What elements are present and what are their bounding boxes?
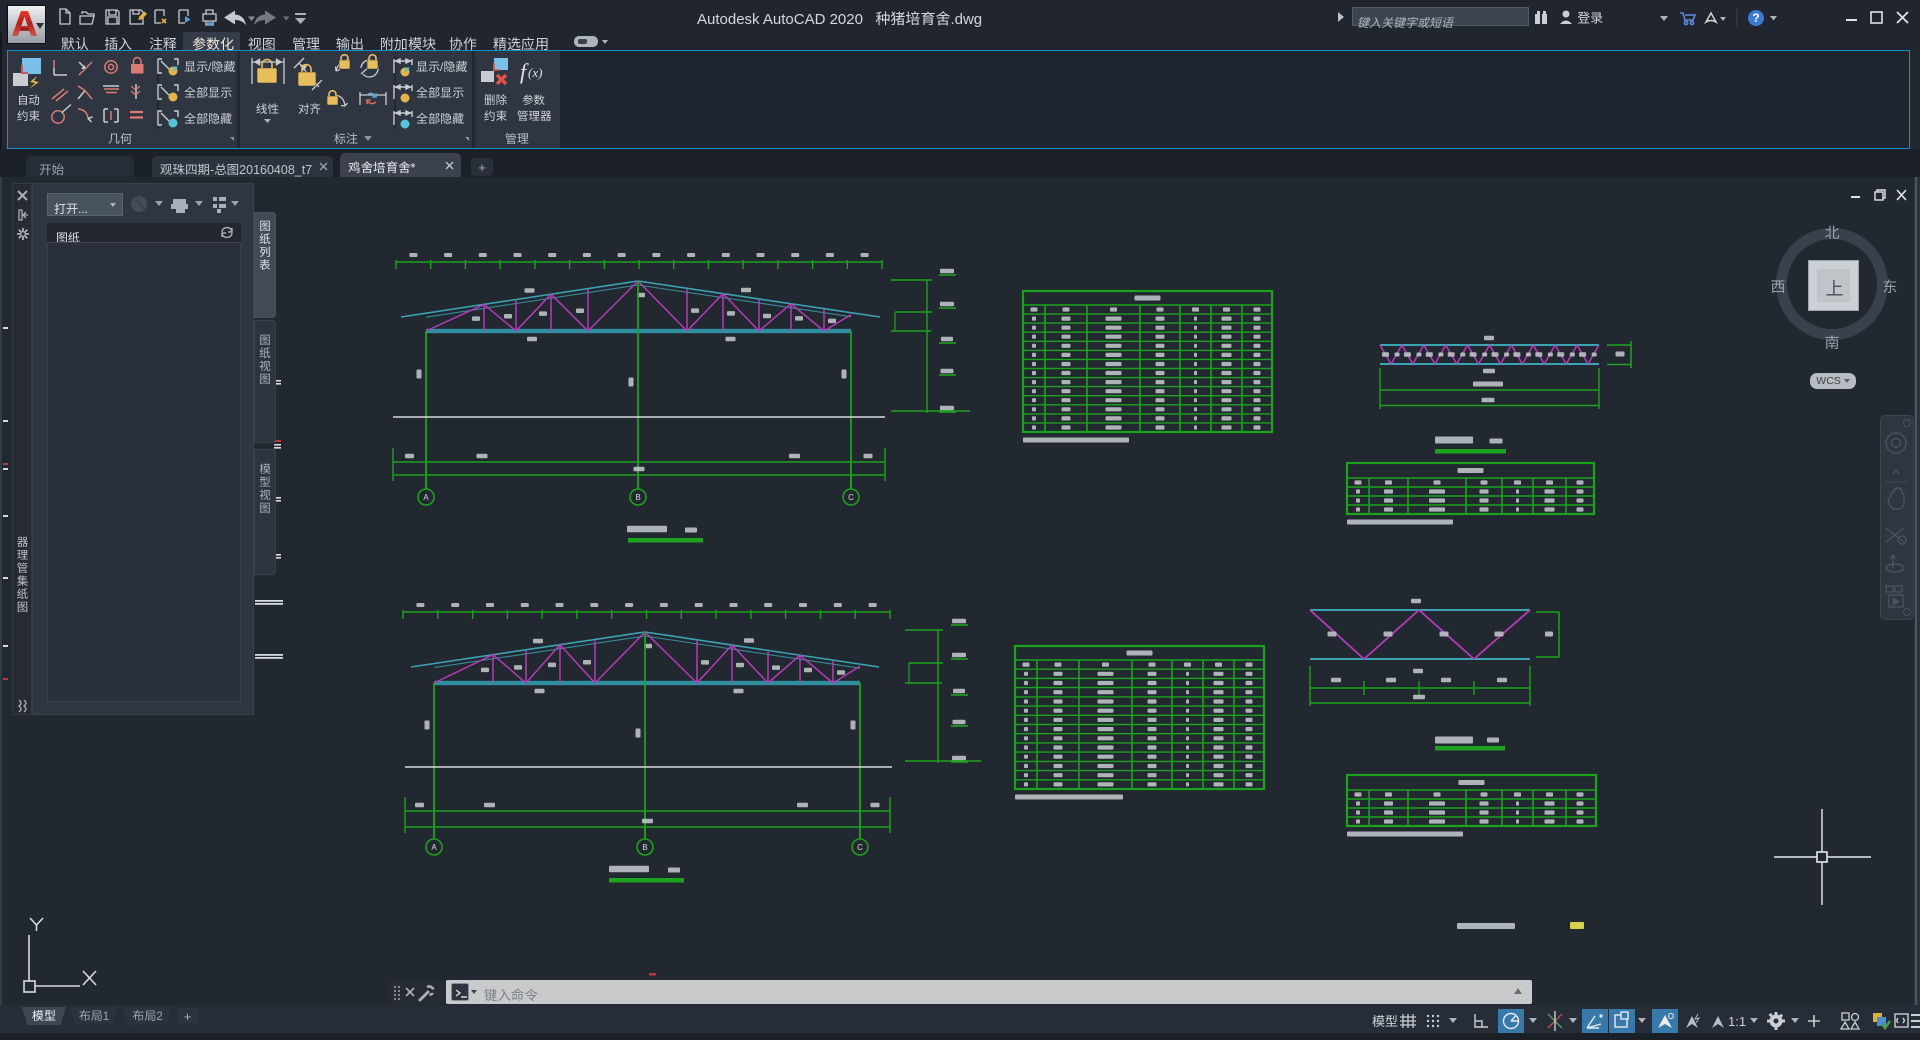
svg-text:几何: 几何 [108,130,132,147]
svg-text:A: A [423,492,429,503]
svg-text:f: f [520,59,529,84]
svg-text:(x): (x) [528,65,542,80]
svg-text:全部隐藏: 全部隐藏 [416,110,464,127]
svg-text:标注: 标注 [334,130,358,147]
svg-text:1:1: 1:1 [1728,1011,1746,1030]
svg-text:C: C [857,842,863,853]
svg-text:A: A [431,842,437,853]
svg-text:全部显示: 全部显示 [416,84,464,101]
svg-text:参数: 参数 [522,92,545,108]
svg-text:管理: 管理 [505,130,529,147]
svg-text:模型: 模型 [1372,1011,1398,1030]
svg-text:对齐: 对齐 [298,101,321,117]
svg-text:约束: 约束 [17,108,40,124]
svg-text:约束: 约束 [484,108,507,124]
svg-text:自动: 自动 [17,92,40,108]
svg-text:删除: 删除 [484,92,507,108]
svg-text:C: C [848,492,854,503]
svg-text:显示/隐藏: 显示/隐藏 [184,58,235,75]
svg-text:?: ? [1752,9,1759,26]
svg-text:管理器: 管理器 [517,108,552,124]
svg-text:全部隐藏: 全部隐藏 [184,110,232,127]
svg-text:全部显示: 全部显示 [184,84,232,101]
svg-text:显示/隐藏: 显示/隐藏 [416,58,467,75]
svg-text:B: B [642,842,647,853]
svg-text:B: B [635,492,640,503]
svg-text:登录: 登录 [1577,9,1603,27]
svg-text:线性: 线性 [256,101,279,117]
